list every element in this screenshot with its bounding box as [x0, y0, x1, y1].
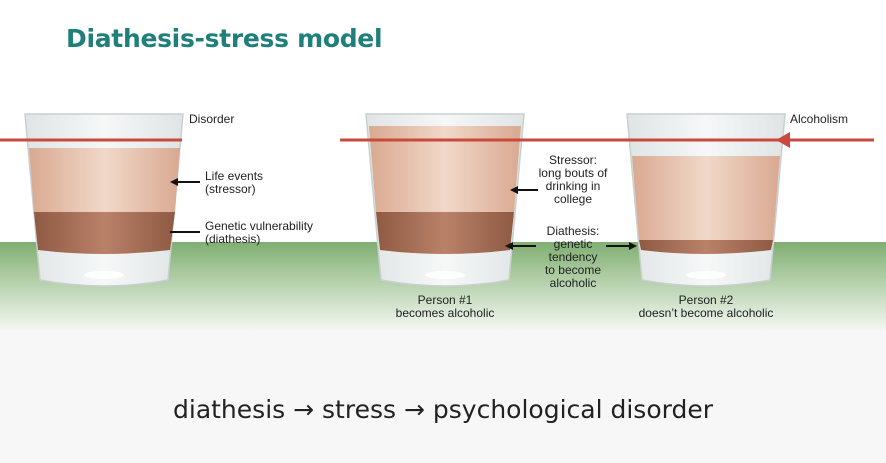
alcoholism-arrow-icon	[776, 132, 790, 148]
glass-person-1	[365, 113, 525, 287]
diathesis-left-arrow-icon	[505, 242, 536, 250]
alcoholism-label: Alcoholism	[790, 112, 849, 126]
equation-term-diathesis: diathesis	[173, 395, 286, 424]
equation-term-stress: stress	[322, 395, 397, 424]
life-events-label: Life events (stressor)	[205, 169, 264, 196]
stress-liquid	[632, 156, 780, 240]
bottom-band	[0, 330, 886, 463]
life-events-arrow-icon	[170, 178, 200, 186]
stress-liquid	[369, 126, 521, 212]
diathesis-liquid	[376, 212, 514, 254]
disorder-label: Disorder	[189, 112, 235, 126]
equation-term-disorder: psychological disorder	[432, 395, 713, 424]
diathesis-stress-figure: Disorder Alcoholism Life events (stresso…	[0, 100, 886, 330]
figure-illustration	[0, 113, 886, 330]
glass-model	[24, 113, 184, 287]
person-2-caption: Person #2 doesn’t become alcoholic	[638, 293, 774, 320]
genetic-vulnerability-label: Genetic vulnerability (diathesis)	[205, 219, 314, 246]
diathesis-liquid	[639, 240, 773, 254]
stressor-label: Stressor: long bouts of drinking in coll…	[538, 153, 608, 206]
diathesis-label: Diathesis: genetic tendency to become al…	[544, 224, 602, 290]
equation-line: diathesis → stress → psychological disor…	[0, 395, 886, 424]
glass-person-2	[626, 113, 786, 287]
stress-liquid	[29, 148, 180, 212]
stressor-arrow-icon	[510, 186, 538, 194]
arrow-right-icon: →	[403, 395, 425, 424]
person-1-caption: Person #1 becomes alcoholic	[395, 293, 495, 320]
diathesis-right-arrow-icon	[606, 242, 637, 250]
diathesis-liquid	[34, 212, 175, 254]
arrow-right-icon: →	[293, 395, 315, 424]
page-title: Diathesis-stress model	[66, 24, 383, 53]
